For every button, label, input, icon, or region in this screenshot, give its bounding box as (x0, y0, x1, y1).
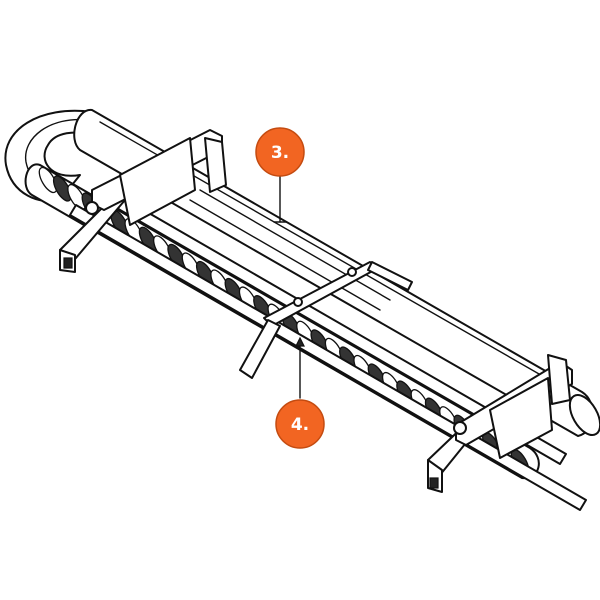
callout-4: 4. (275, 399, 325, 449)
callout-3-label: 3. (271, 143, 289, 163)
coil-fin (52, 175, 72, 202)
callout-4-label: 4. (291, 415, 309, 435)
leader-lines (273, 167, 305, 399)
callout-3: 3. (255, 127, 305, 177)
middle-clamp (239, 261, 413, 379)
coil-fin (38, 166, 58, 194)
callout-4-badge (275, 399, 325, 449)
callout-3-badge (255, 127, 305, 177)
right-bracket (427, 354, 573, 493)
left-bracket (59, 129, 227, 273)
